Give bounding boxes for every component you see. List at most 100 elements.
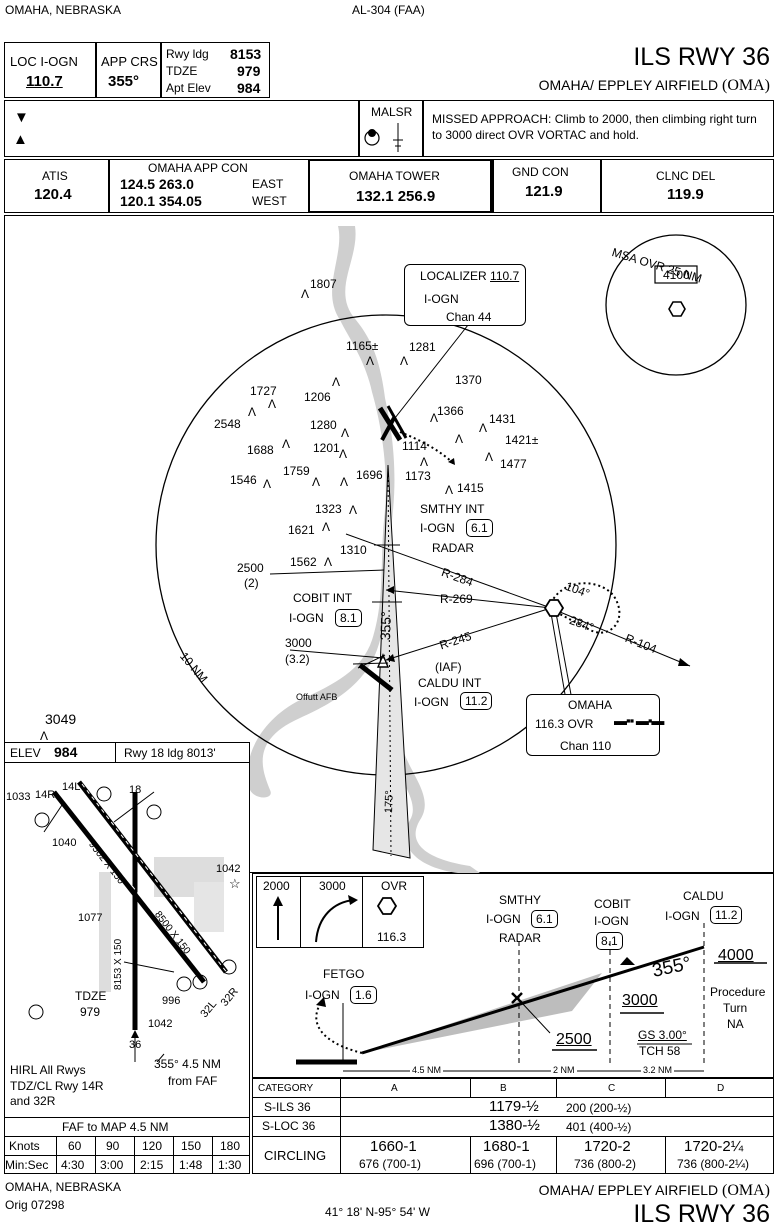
- footer-airport-text: OMAHA/ EPPLEY AIRFIELD: [538, 1182, 719, 1198]
- time-cell: 1:48: [179, 1158, 203, 1172]
- circling-a-main: 1660-1: [370, 1138, 417, 1155]
- rwy-dims-c: 8153 X 150: [113, 938, 124, 990]
- offutt-runway: [358, 663, 394, 692]
- profile-smthy-radar: RADAR: [499, 931, 542, 945]
- seg-2: 2 NM: [551, 1065, 577, 1075]
- faf-note: 355° 4.5 NM: [154, 1057, 221, 1071]
- briefing-box: [4, 42, 270, 98]
- malsr-label: MALSR: [371, 105, 413, 119]
- clnc-freq: 119.9: [667, 186, 704, 203]
- airport-diagram: ☆: [28, 780, 241, 1062]
- obstacle-icon: Λ: [341, 426, 350, 440]
- apt-elev: 984: [237, 80, 261, 96]
- obstacle-icon: Λ: [400, 354, 409, 368]
- loc-sub: 401 (400-½): [566, 1120, 632, 1134]
- airport-name: OMAHA/ EPPLEY AIRFIELD (OMA): [539, 78, 770, 94]
- diagram-rwy-ldg: Rwy 18 ldg 8013': [124, 746, 216, 760]
- vortac-icon: [376, 897, 398, 915]
- obstacle-label: 1114: [402, 439, 427, 453]
- profile-alt-2500: 2500: [556, 1031, 592, 1048]
- msa-circle: [605, 234, 747, 376]
- footer-title: ILS RWY 36: [633, 1200, 770, 1228]
- rwy-36-label: 36: [129, 1039, 142, 1051]
- time-cell: 2:15: [140, 1158, 164, 1172]
- obstacle-label: 1431: [489, 412, 516, 426]
- app-con-label: OMAHA APP CON: [148, 161, 248, 175]
- gnd-label: GND CON: [512, 165, 569, 179]
- profile-caldu-ident: I-OGN: [665, 909, 700, 923]
- minimums-table: [252, 1078, 774, 1174]
- obstacle-label: 1280: [310, 418, 337, 432]
- svg-text:☆: ☆: [229, 876, 241, 891]
- profile-fetgo-ident: I-OGN: [305, 988, 340, 1002]
- knots-cell: 90: [106, 1139, 120, 1153]
- timing-title: FAF to MAP 4.5 NM: [62, 1120, 169, 1134]
- missed-approach-text: MISSED APPROACH: Climb to 2000, then cli…: [432, 112, 757, 142]
- river-lower: [388, 720, 480, 873]
- faf-note-2: from FAF: [168, 1074, 218, 1088]
- diagram-tdze-label: TDZE: [75, 989, 107, 1003]
- loc-label: LOC I-OGN: [10, 54, 78, 69]
- seg-1: 4.5 NM: [410, 1065, 444, 1075]
- obstacle-icon: Λ: [332, 375, 341, 389]
- obstacle-label: 1621: [288, 523, 315, 537]
- obstacle-label: 1201: [313, 441, 340, 455]
- glideslope-line: [361, 945, 705, 1055]
- diagram-elev-label: ELEV: [10, 746, 41, 760]
- tdze-label: TDZE: [166, 64, 198, 78]
- time-cell: 3:00: [100, 1158, 124, 1172]
- obstacle-icon: Λ: [366, 354, 375, 368]
- category-label: CATEGORY: [258, 1083, 314, 1094]
- obstacle-icon: Λ: [40, 729, 49, 743]
- app-crs: 355°: [108, 73, 140, 90]
- tdz-cl-note: TDZ/CL Rwy 14R: [10, 1079, 104, 1093]
- missed-icons-box: [256, 876, 424, 948]
- footer-orig: Orig 07298: [5, 1198, 65, 1212]
- obstacle-label: 1696: [356, 468, 383, 482]
- time-cell: 1:30: [218, 1158, 242, 1172]
- loc-label-row: S-LOC 36: [262, 1119, 316, 1133]
- obstacle-icon: Λ: [282, 437, 291, 451]
- obstacle-label: 1807: [310, 277, 337, 291]
- river: [247, 226, 395, 798]
- profile-gs: GS 3.00°: [638, 1028, 687, 1042]
- diagram-obstacle-label: 1042: [148, 1018, 173, 1030]
- elev-996: 996: [162, 995, 181, 1007]
- knots-cell: 120: [142, 1139, 163, 1153]
- obstacle-label: 1281: [409, 340, 436, 354]
- profile-fetgo-name: FETGO: [323, 967, 365, 981]
- clnc-label: CLNC DEL: [656, 169, 716, 183]
- time-cell: 4:30: [61, 1158, 85, 1172]
- footer-airport-code: (OMA): [722, 1182, 770, 1199]
- obstacle-label: 1562: [290, 555, 317, 569]
- proc-turn-3: NA: [727, 1017, 744, 1031]
- diagram-elev: 984: [54, 744, 78, 760]
- obstacle-label: 1421±: [505, 433, 539, 447]
- profile-caldu-name: CALDU: [683, 889, 724, 903]
- tdz-cl-note-2: and 32R: [10, 1094, 56, 1108]
- obstacle-icon: Λ: [349, 503, 358, 517]
- alternate-minimums-icon: ▼: [14, 109, 29, 126]
- header-location: OMAHA, NEBRASKA: [5, 3, 122, 17]
- app-con-west: WEST: [252, 194, 287, 208]
- obstacle-icon: Λ: [312, 475, 321, 489]
- takeoff-minimums-icon: ▲: [13, 131, 28, 148]
- app-con-freq-east: 124.5 263.0: [120, 176, 194, 192]
- tdze-value: 979: [237, 63, 261, 79]
- missed-fix: OVR: [381, 879, 408, 893]
- missed-icons: [273, 895, 398, 943]
- runway-14r-32l: [52, 790, 206, 984]
- cat-a: A: [391, 1083, 398, 1094]
- msa-vor-icon: [668, 301, 686, 317]
- circling-c-sub: 736 (800-2): [574, 1157, 637, 1171]
- profile-view: [296, 923, 767, 1072]
- profile-cobit-ident: I-OGN: [594, 914, 629, 928]
- radial-269: [385, 589, 552, 609]
- obstacle-label: 1415: [457, 481, 484, 495]
- obstacle-label: 1310: [340, 543, 367, 557]
- atis-freq: 120.4: [34, 186, 72, 203]
- diagram-obstacle-label: 1077: [78, 912, 103, 924]
- obstacle-icon: Λ: [445, 483, 454, 497]
- diagram-obstacle-label: 1033: [6, 791, 31, 803]
